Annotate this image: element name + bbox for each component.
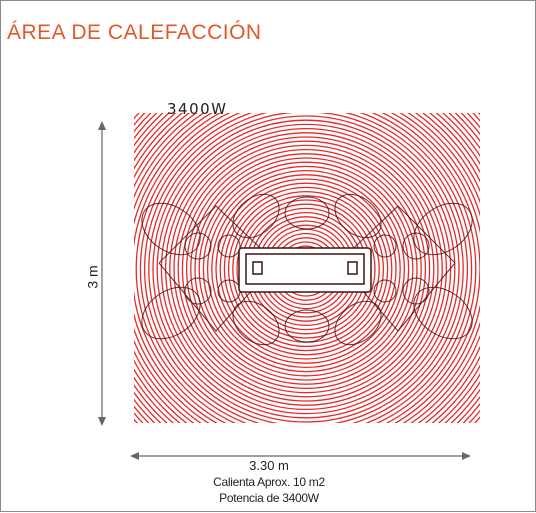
heat-ring bbox=[223, 186, 389, 352]
heat-ring bbox=[156, 119, 456, 419]
heat-ring bbox=[202, 165, 410, 373]
heat-petals bbox=[141, 193, 473, 346]
heat-ring bbox=[211, 174, 401, 364]
heat-ring bbox=[139, 113, 473, 423]
heat-ring bbox=[190, 153, 422, 385]
heat-ring bbox=[148, 113, 464, 423]
heater-unit-icon bbox=[238, 247, 372, 293]
heat-ring bbox=[143, 113, 469, 423]
power-label: 3400W bbox=[167, 100, 228, 118]
height-dimension-arrow bbox=[98, 121, 106, 426]
heat-ring bbox=[169, 132, 443, 406]
heat-ring bbox=[236, 199, 376, 339]
height-label: 3 m bbox=[84, 265, 101, 289]
heat-ring bbox=[227, 190, 385, 348]
heat-ring bbox=[194, 157, 418, 381]
heat-ring bbox=[164, 127, 448, 411]
heat-ring bbox=[198, 161, 414, 377]
heat-ring bbox=[219, 182, 393, 356]
heat-ring bbox=[215, 178, 397, 360]
heat-ring bbox=[152, 115, 460, 423]
area-note: Calienta Aprox. 10 m2 bbox=[213, 475, 325, 489]
power-note: Potencia de 3400W bbox=[219, 491, 319, 505]
heat-ring bbox=[206, 169, 406, 369]
width-label: 3.30 m bbox=[249, 458, 289, 473]
heat-ring bbox=[185, 148, 427, 390]
heat-ring bbox=[181, 144, 431, 394]
heat-ring bbox=[135, 113, 477, 423]
heat-ring bbox=[177, 140, 435, 398]
width-dimension-arrow bbox=[130, 452, 471, 460]
heat-ring bbox=[173, 136, 439, 402]
diagram-title: ÁREA DE CALEFACCIÓN bbox=[7, 21, 262, 44]
